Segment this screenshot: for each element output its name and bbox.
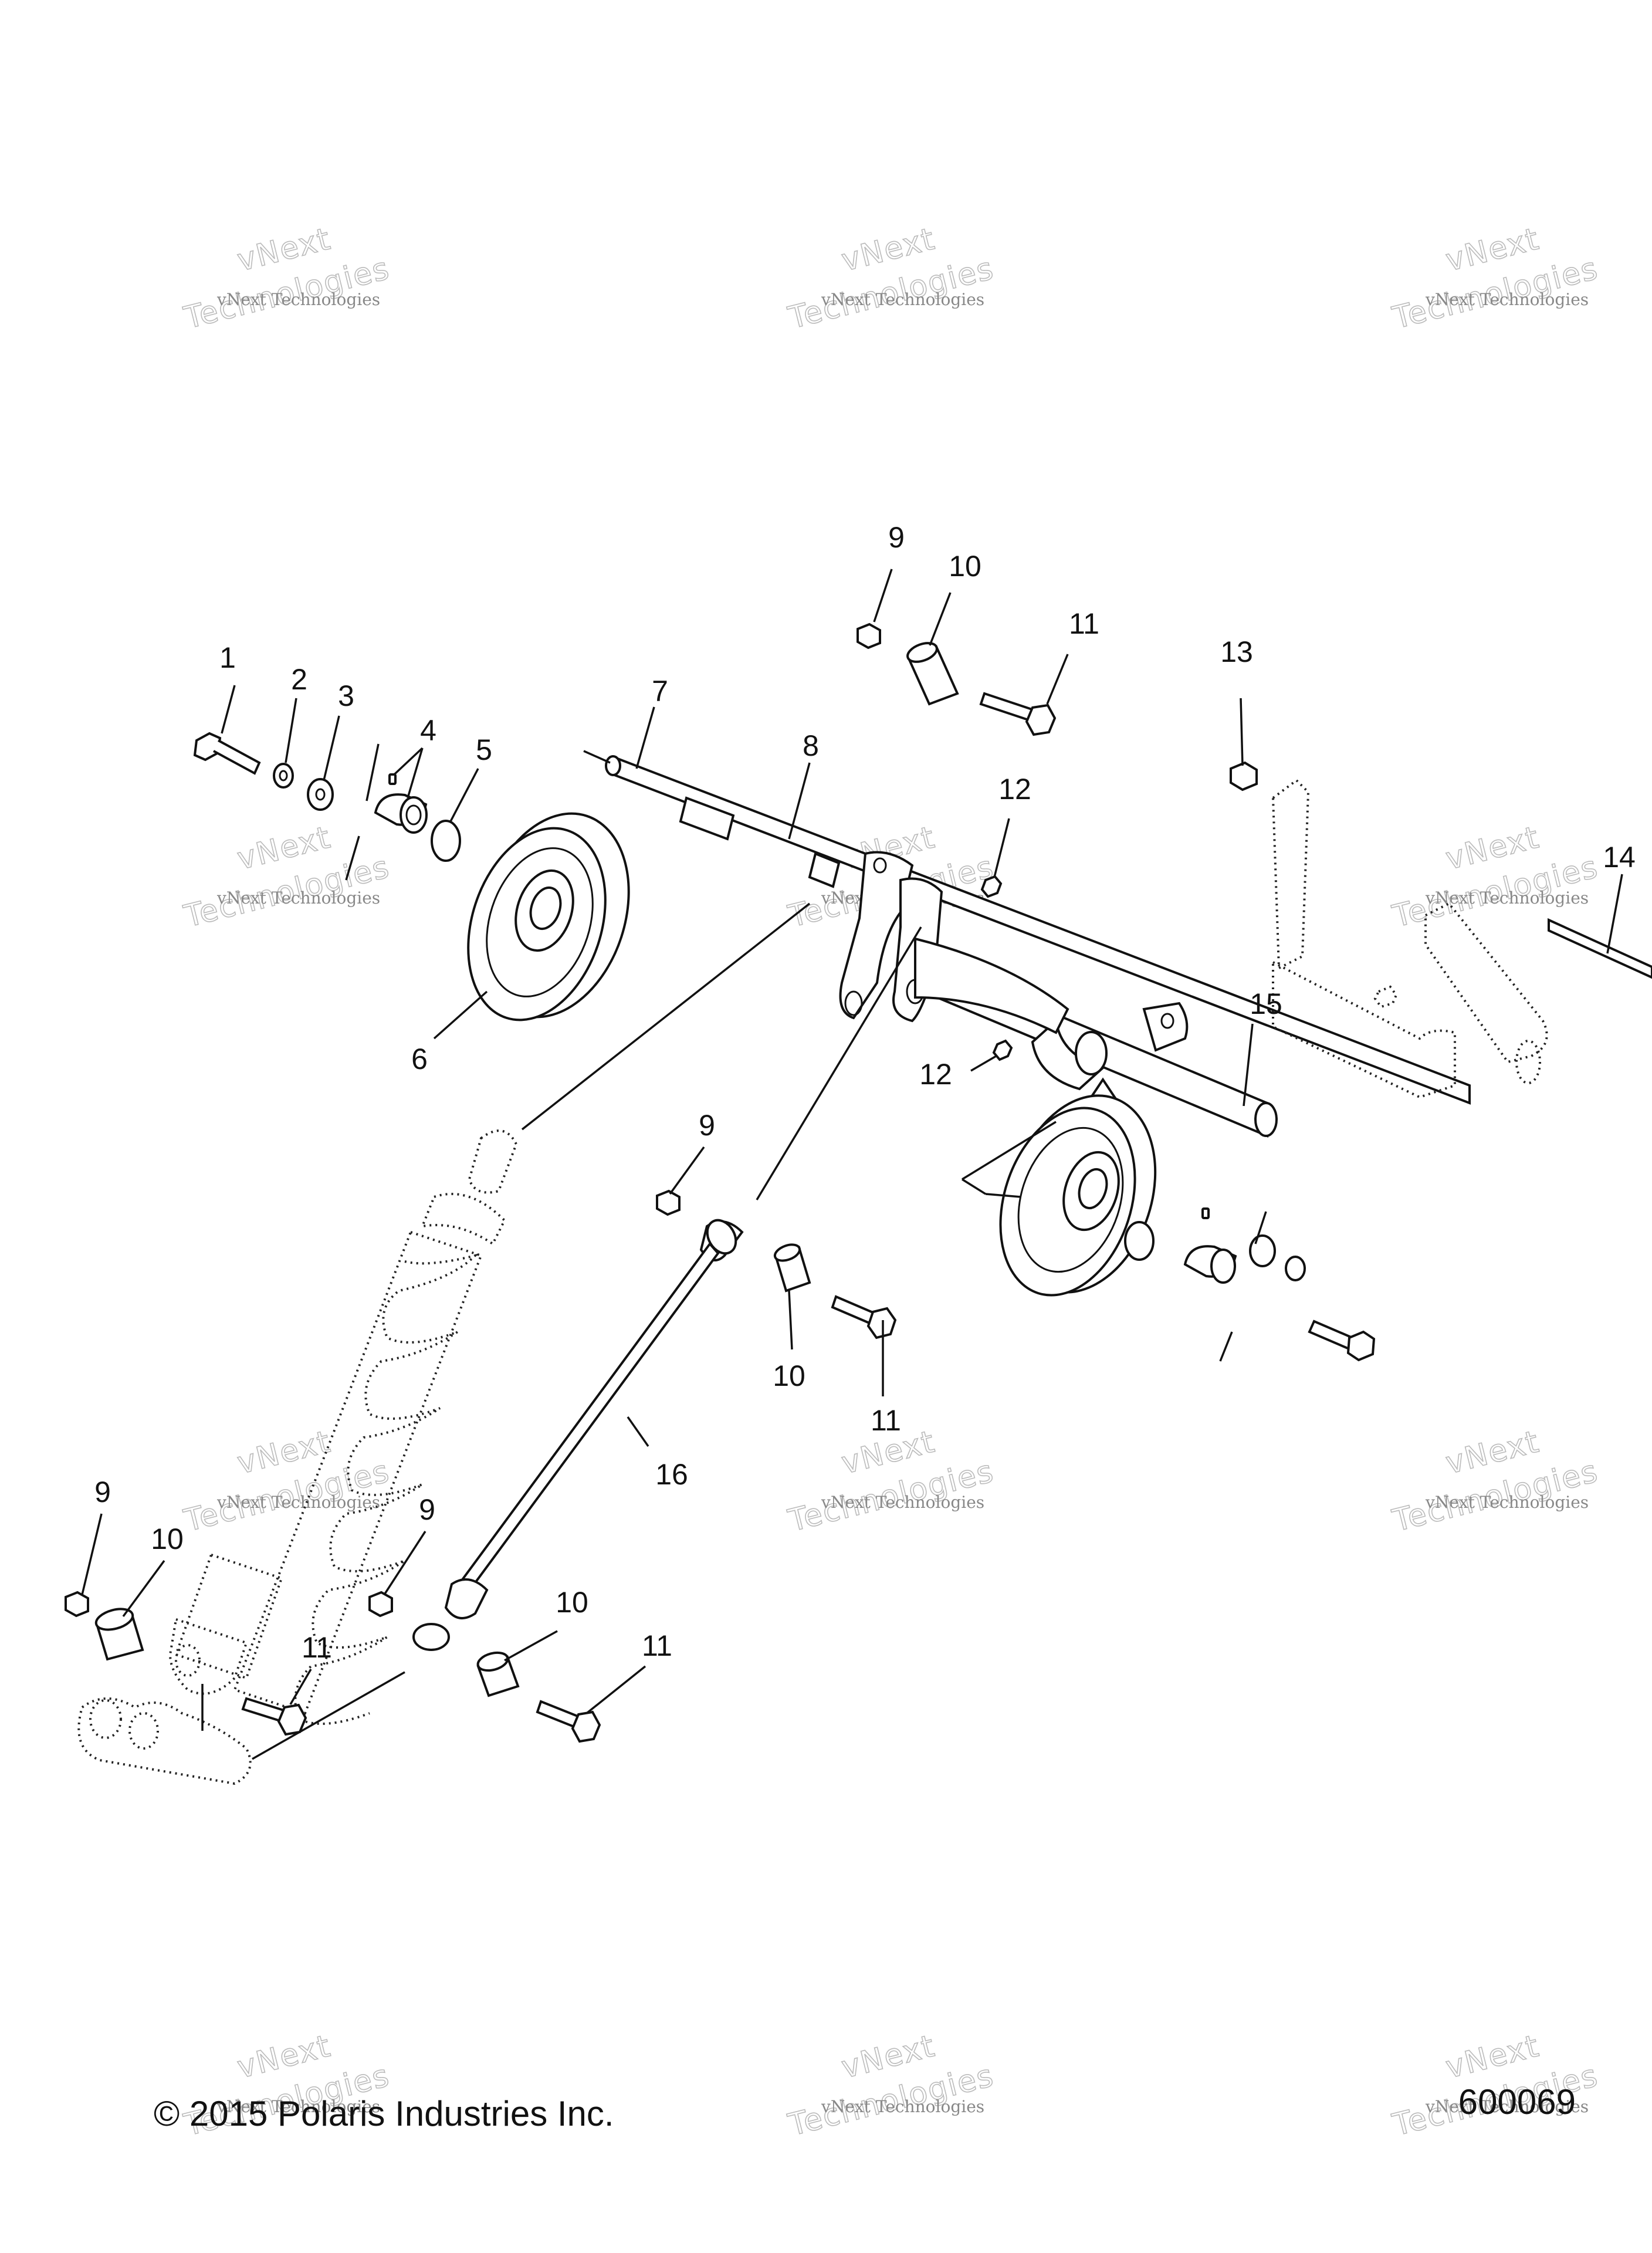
callout-3: 3 [338, 679, 354, 712]
watermark-text: vNext Technologies [216, 888, 380, 908]
watermark-text: vNext Technologies [1425, 1493, 1589, 1512]
watermark-text: vNext Technologies [1425, 290, 1589, 309]
callout-9-top: 9 [888, 521, 905, 554]
callout-11-top: 11 [1069, 607, 1099, 640]
part-8-axle [605, 755, 1471, 1105]
callout-12-lower: 12 [919, 1058, 952, 1091]
watermark-text: vNext Technologies [1425, 2097, 1589, 2116]
callout-13: 13 [1220, 635, 1253, 668]
copyright-notice: © 2015 Polaris Industries Inc. [154, 2094, 614, 2133]
callout-10-top: 10 [949, 550, 981, 583]
part-9-nut-bottom-mid [368, 1591, 393, 1618]
watermark-text: vNext Technologies [216, 2097, 380, 2116]
phantom-frame-right [1271, 779, 1548, 1099]
callout-14: 14 [1603, 841, 1636, 874]
part-11-bolt-mid [831, 1295, 897, 1339]
part-6-wheel [467, 812, 630, 1021]
watermark-text: vNext Technologies [821, 290, 984, 309]
callout-9-mid: 9 [699, 1109, 715, 1142]
part-2-washer [273, 763, 294, 789]
callout-16: 16 [655, 1458, 688, 1491]
part-12-fitting-lower [992, 1039, 1013, 1061]
callout-7: 7 [652, 675, 668, 708]
watermark-text: vNext Technologies [216, 290, 380, 309]
callout-4: 4 [420, 714, 436, 747]
part-1-bolt [193, 732, 261, 775]
watermark-text: vNext Technologies [821, 2097, 984, 2116]
part-16-link [412, 1219, 744, 1651]
phantom-shock [168, 1129, 518, 1725]
callout-10-bottom-right: 10 [556, 1586, 588, 1619]
callout-12-top: 12 [998, 773, 1031, 806]
figure-number: 600069 [1458, 2082, 1576, 2122]
callout-11-bottom-left: 11 [302, 1631, 332, 1664]
part-1-bolt-right [1308, 1320, 1376, 1362]
callout-11-bottom-right: 11 [642, 1629, 672, 1662]
part-11-bolt-bottom-right [536, 1700, 601, 1743]
callout-10-mid: 10 [773, 1359, 805, 1392]
callout-11-mid: 11 [871, 1404, 901, 1437]
callout-8: 8 [803, 729, 819, 762]
callout-5: 5 [476, 733, 492, 766]
part-11-bolt-top [979, 692, 1057, 736]
callout-leaders [81, 569, 1623, 1714]
callout-2: 2 [291, 663, 307, 696]
watermark-text: vNext Technologies [821, 1493, 984, 1512]
callout-9-bottom-left: 9 [94, 1476, 111, 1508]
part-3-washer [307, 778, 334, 811]
part-10-sleeve-bottom-left [94, 1608, 144, 1661]
part-12-fitting-top [980, 875, 1003, 898]
part-9-nut-mid [656, 1189, 681, 1216]
phantom-lower-mount [77, 1697, 252, 1785]
watermark-text: vNext Technologies [1425, 888, 1589, 908]
part-13-nut [1230, 761, 1258, 791]
part-4-collar-right [1183, 1207, 1237, 1284]
watermark-text: vNext Technologies [216, 1493, 380, 1512]
callout-9-bottom-mid: 9 [419, 1493, 435, 1526]
callout-15: 15 [1250, 987, 1282, 1020]
part-10-sleeve-mid [773, 1243, 811, 1293]
part-4-collar [374, 773, 428, 834]
part-9-nut-top [857, 623, 881, 649]
part-10-sleeve-top [906, 642, 959, 706]
callout-1: 1 [219, 641, 236, 674]
part-9-nut-bottom-left [65, 1591, 89, 1618]
callout-10-bottom-left: 10 [151, 1523, 184, 1555]
part-10-sleeve-bottom-right [476, 1651, 520, 1697]
callout-6: 6 [411, 1043, 428, 1075]
part-6-wheel-right [999, 1094, 1157, 1297]
part-14-rod [1548, 918, 1652, 979]
part-5-ring [431, 820, 461, 862]
rocker-bracket [839, 851, 1189, 1129]
